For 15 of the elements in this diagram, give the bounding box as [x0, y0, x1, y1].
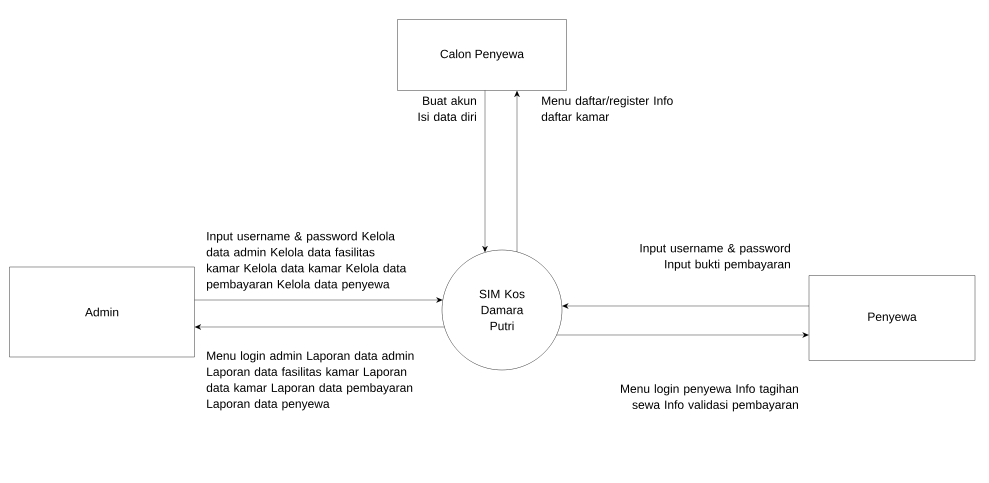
edge-label: Menu login admin Laporan data admin Laporan data fasilitas kamar Laporan data kamar Laporan data pembayaran Laporan data penyewa [206, 351, 414, 410]
entity-box: Calon Penyewa [397, 19, 567, 91]
arrow [556, 332, 809, 338]
entity-box: Penyewa [808, 275, 976, 361]
arrow [514, 90, 520, 252]
entity-box: Admin [9, 266, 195, 358]
edge-label: Menu login penyewa Info tagihan sewa Info validasi pembayaran [621, 384, 798, 412]
edge-label: Buat akun Isi data diri [418, 96, 476, 121]
edge-label: Input username & password Kelola data admin Kelola data fasilitas kamar Kelola data kamar Kelola data pembayaran Kelola data penyewa [206, 232, 406, 291]
edge-label: Menu daftar/register Info daftar kamar [542, 96, 673, 121]
arrow [562, 303, 810, 309]
arrow [194, 324, 445, 330]
arrow [194, 297, 443, 303]
edge-label: Input username & password Input bukti pembayaran [640, 244, 790, 271]
arrow [482, 90, 488, 252]
